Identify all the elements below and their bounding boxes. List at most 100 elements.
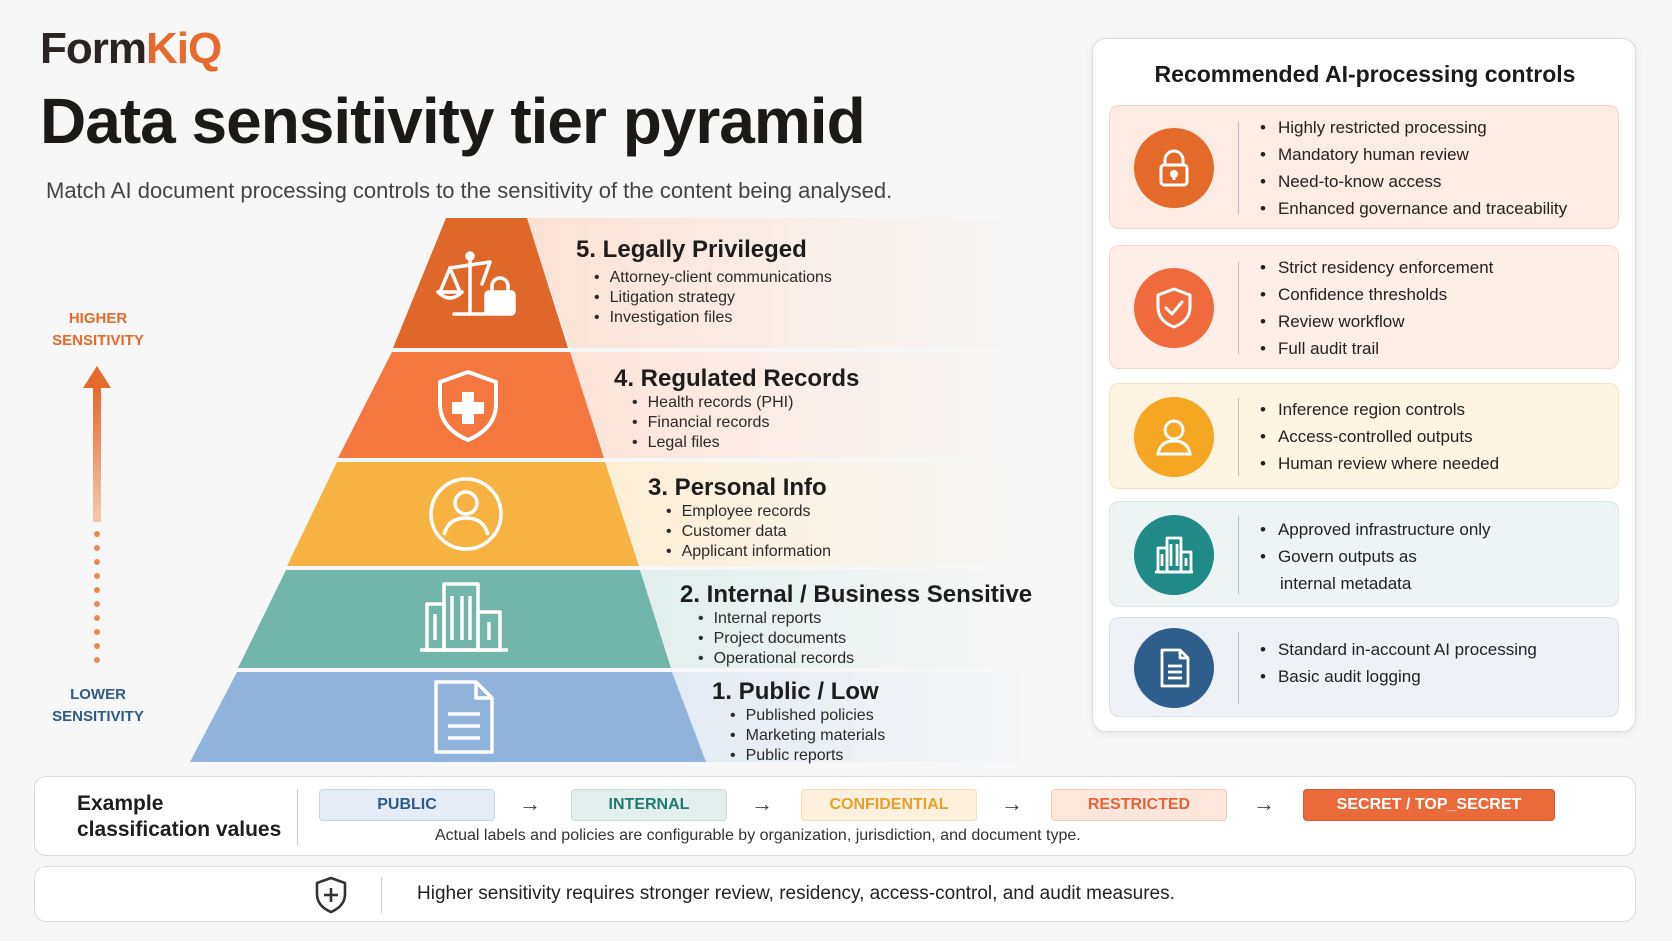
- control-card-regulated: Strict residency enforcement Confidence …: [1109, 245, 1619, 369]
- tier-1-item: Marketing materials: [730, 726, 886, 746]
- medical-shield-icon: [438, 370, 498, 442]
- building-icon: [1134, 515, 1214, 595]
- document-icon: [1134, 628, 1214, 708]
- tier-1-item: Public reports: [730, 746, 885, 766]
- tier-2-item: Operational records: [698, 649, 1032, 669]
- chip-internal: INTERNAL: [571, 789, 727, 821]
- classification-label: Example classification values: [77, 792, 282, 841]
- tier-5-list: Attorney-client communications Litigatio…: [594, 268, 832, 328]
- higher-sensitivity-label: HIGHER SENSITIVITY: [38, 308, 158, 352]
- classification-note: Actual labels and policies are configura…: [435, 827, 1081, 844]
- medical-shield-icon: [315, 876, 347, 914]
- tier-4-list: Health records (PHI) Financial records L…: [632, 393, 859, 453]
- control-item: Highly restricted processing: [1260, 114, 1567, 141]
- control-item: Review workflow: [1260, 308, 1493, 335]
- card-divider: [1238, 632, 1239, 704]
- logo-text-kiq: KiQ: [146, 24, 222, 73]
- tier-2-item: Project documents: [698, 629, 1032, 649]
- tier-5-title: 5. Legally Privileged: [576, 236, 807, 263]
- classification-box: Example classification values PUBLIC → I…: [34, 776, 1636, 856]
- controls-panel: Recommended AI-processing controls Highl…: [1092, 38, 1636, 732]
- chip-public: PUBLIC: [319, 789, 495, 821]
- scales-lock-icon: [436, 251, 516, 316]
- tier-1-item: Published policies: [730, 706, 885, 726]
- tier-3-title: 3. Personal Info: [648, 474, 827, 501]
- tier-2-title: 2. Internal / Business Sensitive: [680, 581, 1033, 608]
- chip-arrow: →: [1253, 791, 1275, 816]
- sensitivity-arrow: [83, 366, 111, 663]
- card-divider: [1238, 262, 1239, 354]
- control-item: Enhanced governance and traceability: [1260, 195, 1567, 222]
- tier-5-item: Litigation strategy: [594, 288, 832, 308]
- tier-1-title: 1. Public / Low: [712, 678, 879, 705]
- control-item: Approved infrastructure only: [1260, 516, 1491, 543]
- higher-line1: HIGHER: [68, 310, 128, 327]
- tier-2-item: Internal reports: [698, 609, 1032, 629]
- control-item: Inference region controls: [1260, 396, 1499, 423]
- control-list-2: Strict residency enforcement Confidence …: [1260, 254, 1493, 362]
- tier-4-item: Legal files: [632, 433, 859, 453]
- lower-sensitivity-label: LOWER SENSITIVITY: [38, 684, 158, 728]
- control-list-3: Inference region controls Access-control…: [1260, 396, 1499, 477]
- control-item: Strict residency enforcement: [1260, 254, 1493, 281]
- card-divider: [1238, 398, 1239, 476]
- tier-5-text: 5. Legally Privileged Attorney-client co…: [576, 236, 832, 328]
- building-icon: [420, 582, 508, 652]
- arrow-head: [83, 366, 111, 388]
- control-card-internal: Approved infrastructure only Govern outp…: [1109, 501, 1619, 607]
- shield-check-icon: [1134, 268, 1214, 348]
- formkiq-logo: FormKiQ: [40, 24, 222, 74]
- tier-3-item: Applicant information: [666, 542, 831, 562]
- control-card-restricted: Highly restricted processing Mandatory h…: [1109, 105, 1619, 229]
- control-item: Confidence thresholds: [1260, 281, 1493, 308]
- lower-line1: LOWER: [70, 686, 126, 703]
- control-list-4: Approved infrastructure only Govern outp…: [1260, 516, 1491, 597]
- document-icon: [434, 680, 494, 754]
- controls-title: Recommended AI-processing controls: [1154, 61, 1576, 87]
- page-subtitle: Match AI document processing controls to…: [46, 178, 893, 203]
- lock-icon: [1134, 128, 1214, 208]
- tier-5-block: [393, 218, 568, 348]
- logo-text-form: Form: [40, 24, 147, 73]
- footer-box: Higher sensitivity requires stronger rev…: [34, 866, 1636, 922]
- control-item: Human review where needed: [1260, 450, 1499, 477]
- control-item: Govern outputs as: [1260, 543, 1491, 570]
- tier-1-list: Published policies Marketing materials P…: [730, 706, 886, 766]
- control-card-public: Standard in-account AI processing Basic …: [1109, 617, 1619, 717]
- tier-4-title: 4. Regulated Records: [614, 365, 860, 392]
- control-item: Need-to-know access: [1260, 168, 1567, 195]
- lower-line2: SENSITIVITY: [52, 708, 144, 725]
- tier-4-block: [338, 352, 604, 458]
- tier-1-block: [190, 672, 706, 762]
- tier-3-item: Customer data: [666, 522, 831, 542]
- chip-confidential: CONFIDENTIAL: [801, 789, 977, 821]
- card-divider: [1238, 122, 1239, 214]
- control-item: Standard in-account AI processing: [1260, 636, 1537, 663]
- control-item: Mandatory human review: [1260, 141, 1567, 168]
- tier-3-item: Employee records: [666, 502, 831, 522]
- control-item: Basic audit logging: [1260, 663, 1537, 690]
- chip-arrow: →: [751, 791, 773, 816]
- chip-restricted: RESTRICTED: [1051, 789, 1227, 821]
- control-item: Full audit trail: [1260, 335, 1493, 362]
- chip-secret: SECRET / TOP_SECRET: [1303, 789, 1555, 821]
- user-icon: [1134, 397, 1214, 477]
- page-title: Data sensitivity tier pyramid: [40, 85, 866, 157]
- footer-divider: [381, 877, 382, 913]
- chip-arrow: →: [1001, 791, 1023, 816]
- tier-3-block: [287, 462, 639, 566]
- control-card-personal: Inference region controls Access-control…: [1109, 383, 1619, 489]
- tier-2-text: 2. Internal / Business Sensitive Interna…: [680, 581, 1032, 669]
- tier-3-text: 3. Personal Info Employee records Custom…: [648, 474, 831, 562]
- control-list-1: Highly restricted processing Mandatory h…: [1260, 114, 1567, 222]
- tier-5-item: Attorney-client communications: [594, 268, 832, 288]
- control-item-continued: internal metadata: [1280, 574, 1412, 593]
- tier-1-text: 1. Public / Low Published policies Marke…: [712, 678, 885, 766]
- tier-3-list: Employee records Customer data Applicant…: [666, 502, 831, 562]
- tier-4-item: Health records (PHI): [632, 393, 859, 413]
- tier-2-block: [238, 570, 671, 668]
- tier-2-list: Internal reports Project documents Opera…: [698, 609, 1032, 669]
- card-divider: [1238, 516, 1239, 594]
- footer-text: Higher sensitivity requires stronger rev…: [417, 883, 1175, 904]
- tier-4-text: 4. Regulated Records Health records (PHI…: [614, 365, 859, 453]
